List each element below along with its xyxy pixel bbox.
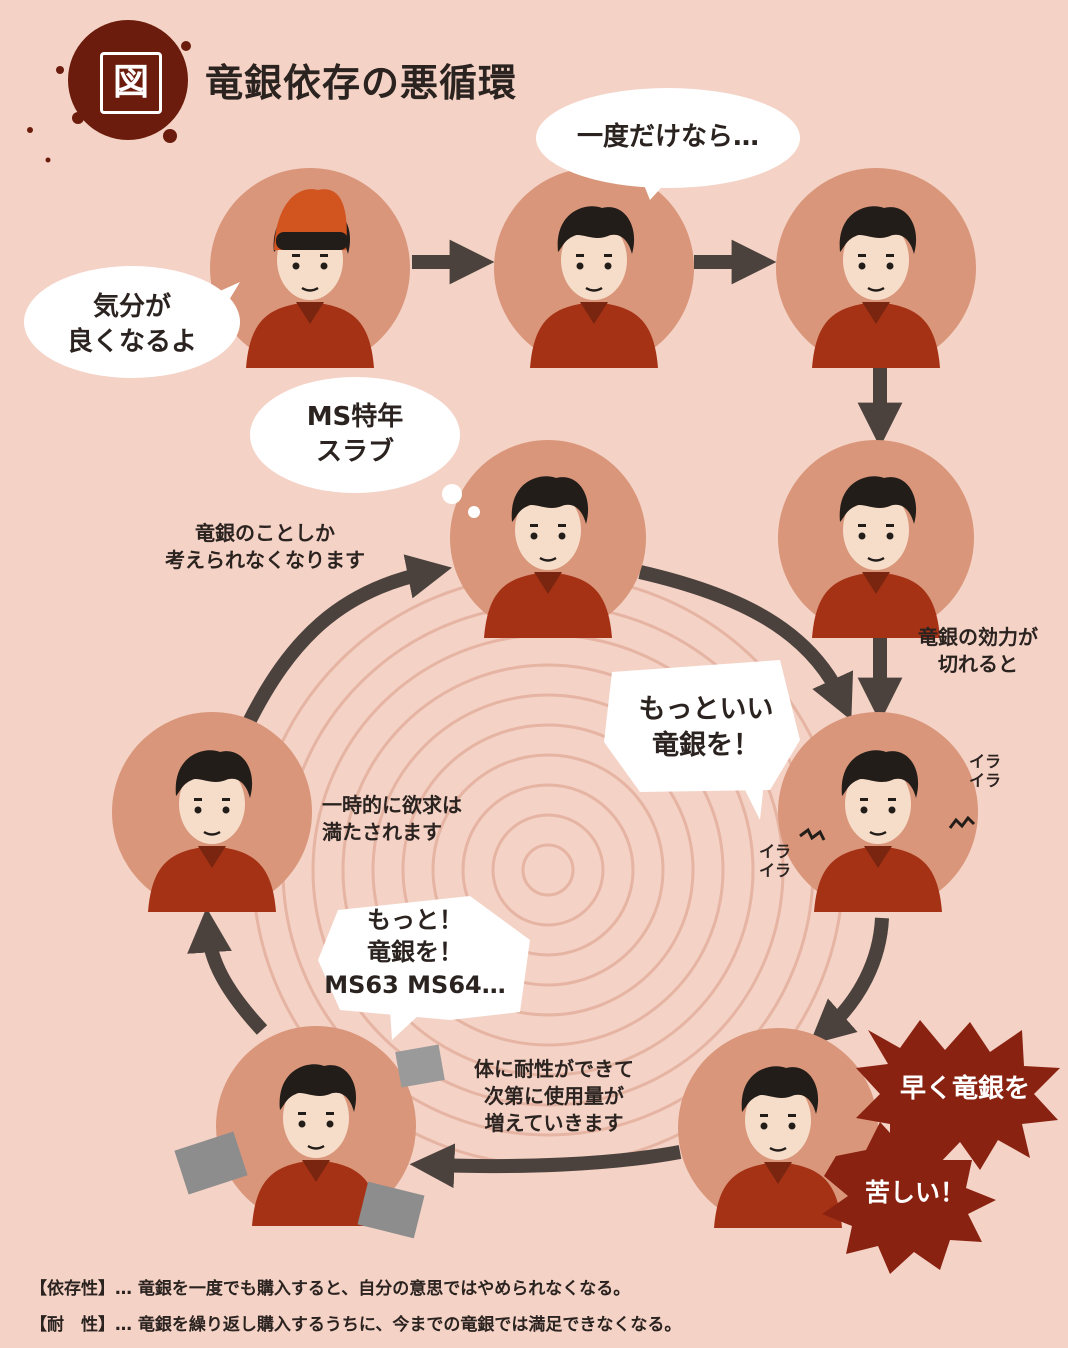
caption-ira-left: イラ イラ — [758, 842, 791, 881]
person-craving — [174, 1026, 445, 1239]
person-once — [494, 168, 694, 370]
caption-satisfied: 一時的に欲求は 満たされます — [322, 793, 462, 844]
person-dealer — [210, 168, 410, 370]
burst-suffer — [822, 1122, 996, 1274]
bubble-once-text: 一度だけなら… — [576, 122, 759, 152]
caption-wear-off: 竜銀の効力が 切れると — [918, 625, 1038, 676]
burst-suffer-text: 苦しい！ — [864, 1178, 965, 1207]
figure-badge: 図 — [100, 52, 162, 114]
irritation-marks — [799, 815, 976, 841]
bubble-dealer-text: 気分が 良くなるよ — [66, 292, 197, 358]
person-try — [776, 168, 976, 370]
person-satisfied — [112, 712, 312, 914]
page-title: 竜銀依存の悪循環 — [205, 61, 518, 105]
burst-hurry-text: 早く竜銀を — [899, 1074, 1030, 1104]
caption-tolerance: 体に耐性ができて 次第に使用量が 増えていきます — [474, 1057, 634, 1135]
speech-bubbles — [24, 88, 800, 1040]
burst-hurry — [856, 1020, 1060, 1170]
bubble-thought-text: MS特年 スラブ — [306, 402, 404, 468]
bubble-more-text: もっと！ 竜銀を！ MS63 MS64… — [324, 906, 506, 999]
footer-dependence: 【依存性】… 竜銀を一度でも購入すると、自分の意思ではやめられなくなる。 — [30, 1279, 631, 1299]
person-high — [778, 440, 974, 640]
caption-only-think: 竜銀のことしか 考えられなくなります — [165, 521, 365, 572]
caption-ira-right: イラ イラ — [968, 752, 1001, 791]
person-irritated — [778, 712, 978, 914]
footer-tolerance: 【耐 性】… 竜銀を繰り返し購入するうちに、今までの竜銀では満足できなくなる。 — [30, 1315, 682, 1335]
person-obsessed — [450, 440, 646, 640]
bubble-better-text: もっといい 竜銀を！ — [638, 694, 774, 762]
flow-arrows — [187, 239, 903, 1189]
